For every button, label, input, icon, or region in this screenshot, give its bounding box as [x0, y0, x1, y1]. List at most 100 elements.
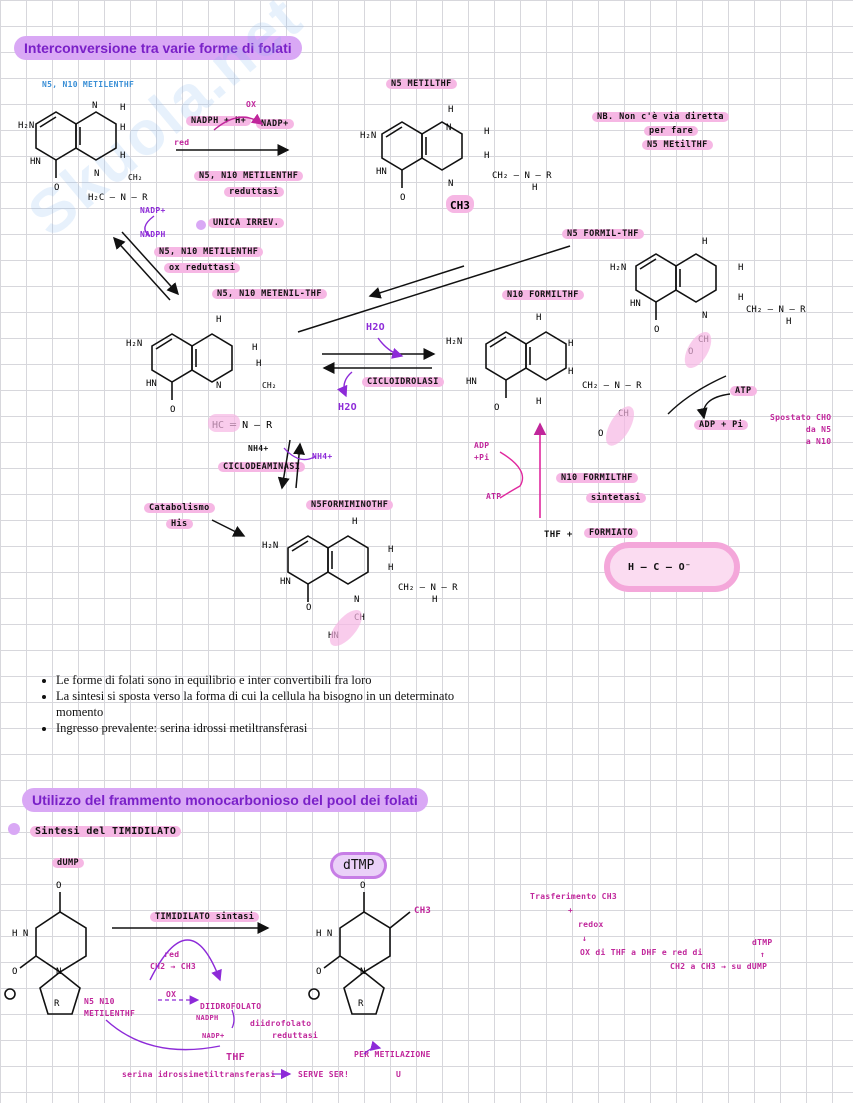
svg-text:O: O	[12, 967, 17, 977]
label-ciclodeaminasi: CICLODEAMINASI	[218, 462, 306, 472]
svg-text:H₂C — N — R: H₂C — N — R	[88, 193, 148, 203]
label-nadp-top: NADP+	[256, 119, 294, 129]
svg-text:H: H	[448, 105, 453, 115]
svg-text:N: N	[702, 311, 707, 321]
label-diidrofolato-reduttasi: diidrofolato reduttasi	[250, 1019, 319, 1040]
svg-text:CH₂: CH₂	[128, 173, 142, 182]
label-redox: redox	[578, 920, 604, 929]
svg-text:H: H	[352, 517, 357, 527]
svg-text:H: H	[702, 237, 707, 247]
label-ch2-a-ch3: CH2 a CH3 → su dUMP	[670, 962, 768, 971]
label-dtmp: dTMP	[330, 852, 388, 879]
svg-text:H: H	[256, 359, 261, 369]
svg-text:H: H	[120, 151, 125, 161]
svg-text:HN: HN	[146, 379, 157, 389]
label-down: ↓	[582, 934, 588, 943]
label-plus: +	[568, 906, 574, 915]
label-n5-formil-thf: N5 FORMIL-THF	[562, 229, 644, 239]
molecule-dump	[4, 892, 87, 1015]
section2-title: Utilizzo del frammento monocarbonioso de…	[22, 788, 428, 812]
molecule-dtmp	[308, 892, 411, 1015]
svg-text:R: R	[358, 999, 364, 1009]
label-trasferimento: Trasferimento CH3	[530, 892, 617, 901]
formiato-ring	[604, 542, 740, 592]
label-unica-irrev: UNICA IRREV.	[208, 218, 285, 228]
label-serina: serina idrossimetiltransferasi	[122, 1070, 276, 1079]
label-dump: dUMP	[52, 858, 85, 868]
svg-text:O: O	[400, 193, 405, 203]
bullet-item: La sintesi si sposta verso la forma di c…	[56, 688, 478, 720]
label-n5n10-metilenthf-2: N5 N10 METILENTHF	[84, 997, 136, 1018]
svg-text:O: O	[306, 603, 311, 613]
svg-text:N: N	[360, 967, 365, 977]
label-thf-plus: THF +	[544, 530, 573, 540]
label-n5n10-metenil-thf: N5, N10 METENIL-THF	[212, 289, 327, 299]
svg-text:HN: HN	[630, 299, 641, 309]
svg-text:O: O	[170, 405, 175, 415]
label-nadph-h: NADPH + H+	[186, 116, 252, 126]
label-diidrofolato: DIIDROFOLATO	[200, 1002, 262, 1011]
label-formiato: FORMIATO	[584, 528, 639, 538]
svg-text:O: O	[494, 403, 499, 413]
svg-text:H: H	[786, 317, 791, 327]
label-n5n10-metilenthf: N5, N10 METILENTHF	[42, 80, 135, 89]
label-atp-left: ATP	[486, 492, 502, 501]
label-h2o-bottom: H2O	[338, 402, 357, 413]
section1-diagram: H₂N HN O N H H H N H₂C — N — R CH₂ H₂N H…	[18, 101, 806, 647]
note-line-1: NB. Non c'è via diretta	[592, 110, 729, 124]
label-nadp-2: NADP+	[202, 1032, 225, 1040]
svg-text:N: N	[446, 123, 451, 133]
svg-text:H: H	[484, 127, 489, 137]
svg-text:H: H	[536, 397, 541, 407]
svg-text:H: H	[568, 339, 573, 349]
svg-text:H₂N: H₂N	[610, 263, 626, 273]
label-ch3: CH3	[414, 906, 432, 916]
label-nh4-right: NH4+	[312, 452, 333, 461]
label-ox: OX	[166, 990, 177, 999]
label-nh4-left: NH4+	[248, 444, 269, 453]
bullet-list: Le forme di folati sono in equilibrio e …	[38, 672, 478, 736]
svg-text:H₂N: H₂N	[360, 131, 376, 141]
arrow-up-dtmp: ↑	[760, 950, 766, 959]
svg-text:O: O	[316, 967, 321, 977]
svg-text:H₂N: H₂N	[262, 541, 278, 551]
svg-text:CH₂ — N — R: CH₂ — N — R	[582, 381, 642, 391]
label-ox-reductase: N5, N10 METILENTHF ox reduttasi	[154, 244, 264, 276]
label-serve: SERVE SER!	[298, 1070, 350, 1079]
svg-text:H₂N: H₂N	[126, 339, 142, 349]
svg-text:H: H	[252, 343, 257, 353]
label-h2o-top: H2O	[366, 322, 385, 333]
svg-text:N: N	[92, 101, 97, 111]
svg-text:H N: H N	[12, 929, 28, 939]
label-ox-thf: OX di THF a DHF e red di	[580, 948, 703, 957]
label-adp-pi-right: ADP + Pi	[694, 420, 749, 430]
svg-text:N: N	[94, 169, 99, 179]
label-ox-top: OX	[246, 100, 257, 109]
note-block: NB. Non c'è via diretta per fare N5 MEti…	[592, 110, 729, 152]
svg-text:CH₂: CH₂	[262, 381, 276, 390]
label-nadph: NADPH	[140, 230, 166, 239]
svg-text:CH₂ — N — R: CH₂ — N — R	[398, 583, 458, 593]
label-u: U	[396, 1070, 402, 1079]
svg-text:N: N	[448, 179, 453, 189]
label-n10-formilthf: N10 FORMILTHF	[502, 290, 584, 300]
formiato-structure: H — C — O⁻	[628, 562, 692, 573]
svg-text:HN: HN	[280, 577, 291, 587]
svg-text:R: R	[54, 999, 60, 1009]
svg-text:H: H	[120, 123, 125, 133]
label-adp-pi-left: ADP +Pi	[474, 441, 490, 462]
svg-text:H₂N: H₂N	[18, 121, 34, 131]
svg-text:O: O	[360, 881, 365, 891]
label-nadph-2: NADPH	[196, 1014, 219, 1022]
label-nadp-plus: NADP+	[140, 206, 166, 215]
trasferimento-block: Trasferimento CH3 + redox ↓ OX di THF a …	[530, 890, 790, 990]
molecule-n5-metilthf: H₂N HN O H N H H CH₂ — N — R H N	[360, 105, 552, 203]
label-timidilato-sintasi: TIMIDILATO sintasi	[150, 912, 260, 922]
subtitle-dot	[8, 823, 20, 835]
bullet-item: Le forme di folati sono in equilibrio e …	[56, 672, 478, 688]
label-n10-formilthf-sintetasi: N10 FORMILTHF sintetasi	[556, 468, 646, 508]
svg-text:H: H	[536, 313, 541, 323]
label-reductase: N5, N10 METILENTHF reduttasi	[194, 168, 304, 200]
svg-text:O: O	[598, 429, 603, 439]
molecule-n5n10-metilenthf: H₂N HN O N H H H N H₂C — N — R CH₂	[18, 101, 148, 203]
